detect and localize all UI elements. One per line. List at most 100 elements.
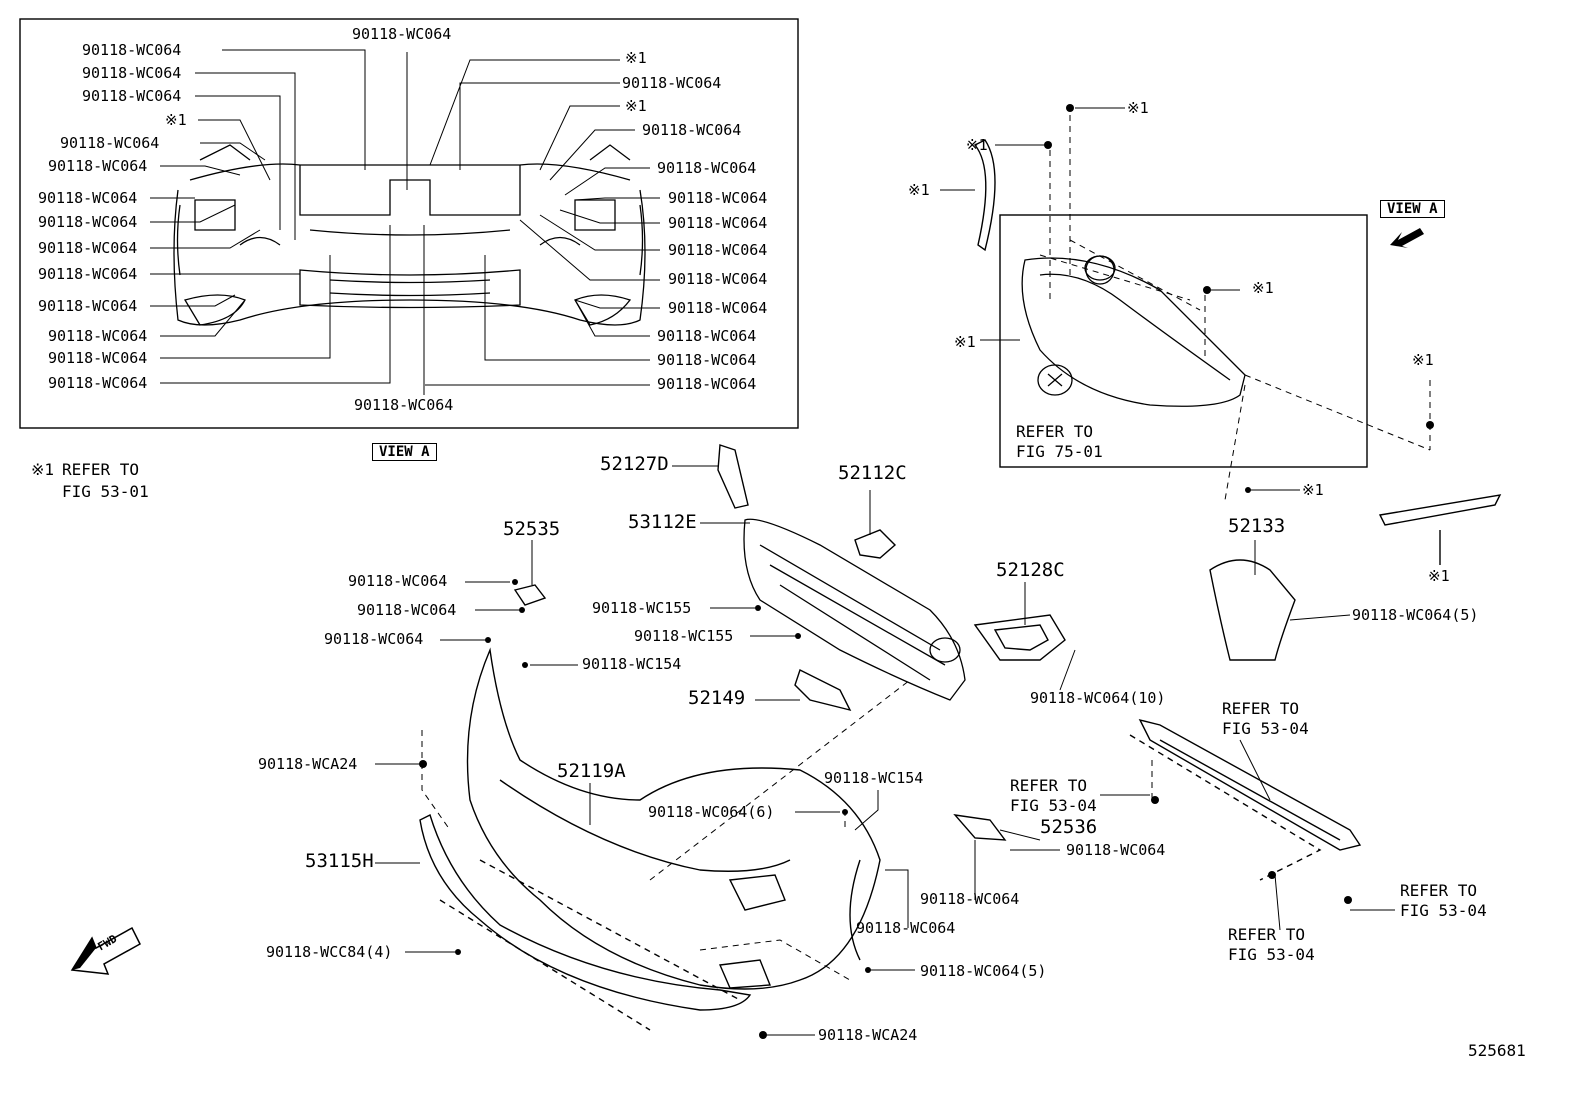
fastener-wca24-left: 90118-WCA24 [258, 755, 358, 773]
view-a-inset-frame [19, 18, 799, 429]
refer-fig-53-04-d: REFER TO FIG 53-04 [1228, 925, 1315, 964]
part-52112C: 52112C [838, 462, 907, 484]
view-a-arrow-icon [1390, 228, 1424, 248]
view-a-tag-upper: VIEW A [1380, 200, 1445, 218]
inset-mark-r1: ※1 [625, 49, 647, 67]
fastener-52535-upper: 90118-WC064 [348, 572, 448, 590]
lower-grille [743, 518, 966, 701]
fastener-dots [419, 104, 1434, 1039]
refer-fig-53-04-a: REFER TO FIG 53-04 [1222, 699, 1309, 738]
inset-label-r2: 90118-WC064 [622, 74, 722, 92]
fastener-cover-upper: 90118-WC064 [324, 630, 424, 648]
part-52535: 52535 [503, 518, 561, 540]
fastener-52536-lower: 90118-WC064 [920, 890, 1020, 908]
inset-label-r11: 90118-WC064 [657, 327, 757, 345]
inset-label-r6: 90118-WC064 [668, 189, 768, 207]
mark-grille-clip: ※1 [1252, 279, 1274, 297]
bezel-52128C [973, 614, 1066, 661]
grille-dashes [1039, 115, 1431, 501]
fwd-arrow-icon [70, 926, 141, 975]
inset-label-l5: 90118-WC064 [60, 134, 160, 152]
inset-label-l10: 90118-WC064 [38, 265, 138, 283]
inset-label-bottom-center: 90118-WC064 [354, 396, 454, 414]
view-a-tag-lower: VIEW A [372, 443, 437, 461]
mark-molding-upper: ※1 [908, 181, 930, 199]
inset-label-l1: 90118-WC064 [82, 41, 182, 59]
mark-grille: ※1 [954, 333, 976, 351]
inset-label-l2: 90118-WC064 [82, 64, 182, 82]
inset-label-r5: 90118-WC064 [657, 159, 757, 177]
fastener-wc155-1: 90118-WC155 [592, 599, 692, 617]
part-53112E: 53112E [628, 511, 697, 533]
part-53115H: 53115H [305, 850, 374, 872]
molding-strip-upper [973, 139, 996, 252]
part-52119A: 52119A [557, 760, 626, 782]
fastener-wc154-upper: 90118-WC154 [582, 655, 682, 673]
inset-label-l6: 90118-WC064 [48, 157, 148, 175]
part-52536: 52536 [1040, 816, 1098, 838]
retainer-52133 [1209, 559, 1296, 661]
cover-52112C [854, 529, 897, 559]
fastener-cover-side: 90118-WC064 [856, 919, 956, 937]
inset-mark-r3: ※1 [625, 97, 647, 115]
molding-strip-lower [1378, 494, 1502, 526]
part-52127D: 52127D [600, 453, 669, 475]
fastener-52536: 90118-WC064 [1066, 841, 1166, 859]
inset-label-r8: 90118-WC064 [668, 241, 768, 259]
inset-label-r4: 90118-WC064 [642, 121, 742, 139]
lower-spoiler [419, 814, 752, 1011]
fastener-wca24-bottom: 90118-WCA24 [818, 1026, 918, 1044]
inset-label-r10: 90118-WC064 [668, 299, 768, 317]
fastener-wcc84-4: 90118-WCC84(4) [266, 943, 393, 961]
inset-leaders [150, 49, 660, 395]
bracket-52535 [513, 584, 547, 606]
refer-note-line2: FIG 53-01 [62, 482, 149, 501]
fastener-wc155-2: 90118-WC155 [634, 627, 734, 645]
bracket-52536 [953, 814, 1007, 841]
emblem-inset-frame [999, 214, 1368, 468]
inset-label-l8: 90118-WC064 [38, 213, 138, 231]
refer-fig-75: REFER TO FIG 75-01 [1016, 422, 1103, 461]
grille-52149 [794, 669, 852, 712]
mark-molding-lower: ※1 [1428, 567, 1450, 585]
mark-clip-left: ※1 [966, 136, 988, 154]
part-52133: 52133 [1228, 515, 1286, 537]
part-52149: 52149 [688, 687, 746, 709]
inset-label-l12: 90118-WC064 [48, 327, 148, 345]
mark-top-screw: ※1 [1127, 99, 1149, 117]
figure-id: 525681 [1468, 1041, 1526, 1060]
fastener-wc064-5-lower: 90118-WC064(5) [920, 962, 1047, 980]
fastener-wc064-10: 90118-WC064(10) [1030, 689, 1166, 707]
inset-label-r7: 90118-WC064 [668, 214, 768, 232]
inset-label-l7: 90118-WC064 [38, 189, 138, 207]
inset-label-r9: 90118-WC064 [668, 270, 768, 288]
refer-note-line1: REFER TO [62, 460, 140, 479]
bumper-reinforcement [1138, 718, 1362, 851]
mark-lower-clip: ※1 [1302, 481, 1324, 499]
fastener-wc154-lower: 90118-WC154 [824, 769, 924, 787]
bumper-cover [466, 647, 881, 990]
inset-label-l13: 90118-WC064 [48, 349, 148, 367]
piece-52127D [717, 444, 749, 509]
inset-label-l14: 90118-WC064 [48, 374, 148, 392]
part-52128C: 52128C [996, 559, 1065, 581]
inset-label-top-center: 90118-WC064 [352, 25, 452, 43]
refer-fig-53-04-b: REFER TO FIG 53-04 [1010, 776, 1097, 815]
fastener-52535-lower: 90118-WC064 [357, 601, 457, 619]
bumper-rear-view [173, 144, 646, 326]
inset-label-l9: 90118-WC064 [38, 239, 138, 257]
outer-leaders [375, 107, 1395, 1036]
inset-label-l3: 90118-WC064 [82, 87, 182, 105]
inset-mark-l4: ※1 [165, 111, 187, 129]
refer-note-mark: ※1 [31, 460, 55, 479]
fastener-wc064-6: 90118-WC064(6) [648, 803, 775, 821]
inset-label-r12: 90118-WC064 [657, 351, 757, 369]
refer-fig-53-04-c: REFER TO FIG 53-04 [1400, 881, 1487, 920]
inset-label-l11: 90118-WC064 [38, 297, 138, 315]
mark-right-screw: ※1 [1412, 351, 1434, 369]
fastener-wc064-5-right: 90118-WC064(5) [1352, 606, 1479, 624]
inset-label-r13: 90118-WC064 [657, 375, 757, 393]
radiator-grille [1021, 255, 1246, 407]
